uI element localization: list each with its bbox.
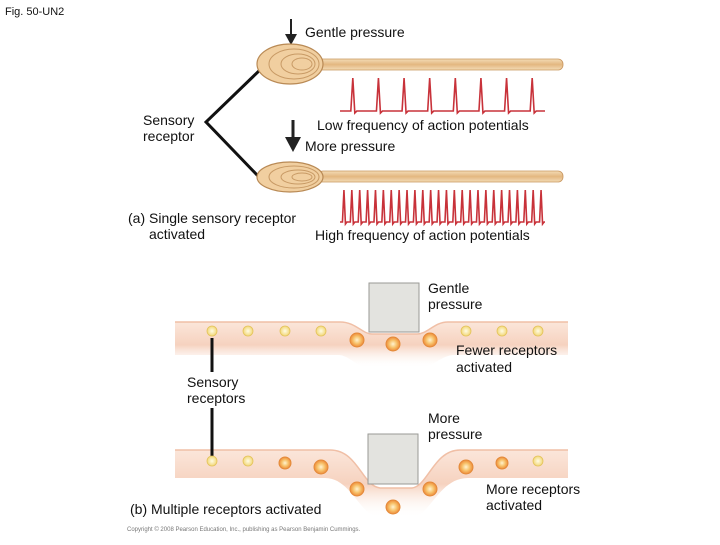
sensory-receptors-label-line2: receptors <box>187 390 246 406</box>
receptor-inactive <box>206 325 218 337</box>
low-frequency-trace <box>340 77 545 115</box>
receptor-active <box>458 459 474 475</box>
receptor-inactive <box>460 325 472 337</box>
caption-a-line1: (a) Single sensory receptor <box>128 210 297 226</box>
receptor-inactive <box>242 455 254 467</box>
gentle-pressure-block <box>368 282 420 333</box>
fewer-receptors-label-line1: Fewer receptors <box>456 342 558 358</box>
receptor-active <box>349 481 365 497</box>
receptor-active <box>313 459 329 475</box>
receptor-inactive <box>279 325 291 337</box>
more-receptors-label-line1: More receptors <box>486 481 581 497</box>
receptor-inactive <box>532 325 544 337</box>
more-pressure-block <box>367 433 419 485</box>
receptor-inactive <box>242 325 254 337</box>
sensory-receptors-label-line1: Sensory <box>187 374 239 390</box>
more-label-line2: pressure <box>428 426 483 442</box>
receptor-active <box>349 332 365 348</box>
low-frequency-label: Low frequency of action potentials <box>317 117 529 133</box>
gentle-label-line1: Gentle <box>428 280 470 296</box>
receptor-active <box>422 481 438 497</box>
copyright-notice: Copyright © 2008 Pearson Education, Inc.… <box>127 527 361 533</box>
more-pressure-arrow-icon <box>285 120 301 152</box>
sensory-receptor-top <box>256 43 564 85</box>
sensory-receptor-label-line1: Sensory <box>143 112 195 128</box>
receptor-pointer-line <box>203 66 264 178</box>
gentle-pressure-label: Gentle pressure <box>305 24 405 40</box>
more-label-line1: More <box>428 410 460 426</box>
receptor-active <box>278 456 292 470</box>
receptor-inactive <box>206 455 218 467</box>
receptor-inactive <box>496 325 508 337</box>
receptor-active <box>385 499 401 515</box>
more-pressure-label: More pressure <box>305 138 396 154</box>
high-frequency-trace <box>340 189 545 227</box>
action-potential-spikes <box>340 77 545 115</box>
action-potential-spikes <box>340 189 545 227</box>
receptor-active <box>385 336 401 352</box>
gentle-pressure-arrow-icon <box>285 19 297 45</box>
receptor-active <box>495 456 509 470</box>
caption-a-line2: activated <box>149 226 206 242</box>
receptors-more <box>206 455 544 515</box>
receptors-gentle <box>206 325 544 352</box>
caption-b: (b) Multiple receptors activated <box>130 501 322 517</box>
receptor-inactive <box>532 455 544 467</box>
receptor-active <box>422 332 438 348</box>
sensory-receptor-bottom <box>256 161 564 193</box>
high-frequency-label: High frequency of action potentials <box>315 227 530 243</box>
figure-number: Fig. 50-UN2 <box>5 6 65 18</box>
receptor-inactive <box>315 325 327 337</box>
gentle-label-line2: pressure <box>428 296 483 312</box>
sensory-receptor-label-line2: receptor <box>143 128 195 144</box>
more-receptors-label-line2: activated <box>486 497 543 513</box>
fewer-receptors-label-line2: activated <box>456 359 513 375</box>
